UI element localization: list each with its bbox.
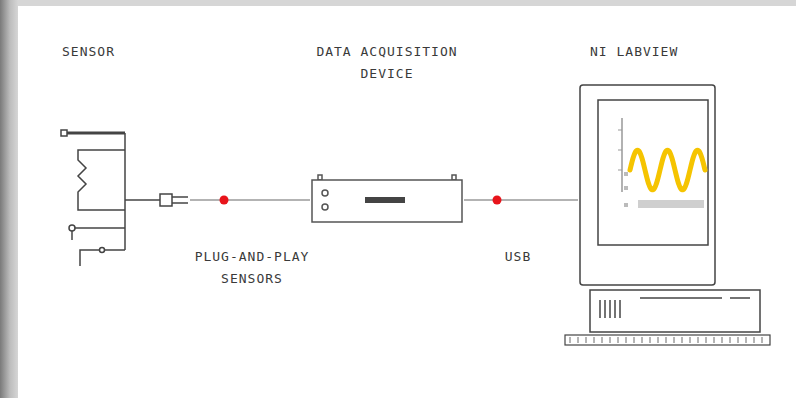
sensor-illustration [61, 130, 188, 266]
connection-label: PLUG-AND-PLAY SENSORS [170, 246, 334, 290]
cable-connector [464, 196, 578, 205]
component-node: SENSOR [50, 35, 190, 270]
component-node: NI LABVIEW [578, 35, 772, 350]
cable-line [190, 199, 310, 201]
component-heading: DATA ACQUISITION DEVICE [314, 41, 460, 85]
connection-label: USB [496, 246, 540, 268]
cable-connector [190, 196, 310, 205]
cable-line [464, 199, 578, 201]
component-node: DATA ACQUISITION DEVICE [310, 35, 464, 225]
component-heading: NI LABVIEW [590, 41, 760, 63]
computer-illustration [565, 85, 770, 345]
daq-device-illustration [312, 175, 462, 222]
connection-dot [220, 196, 229, 205]
connection-dot [493, 196, 502, 205]
component-heading: SENSOR [62, 41, 178, 63]
